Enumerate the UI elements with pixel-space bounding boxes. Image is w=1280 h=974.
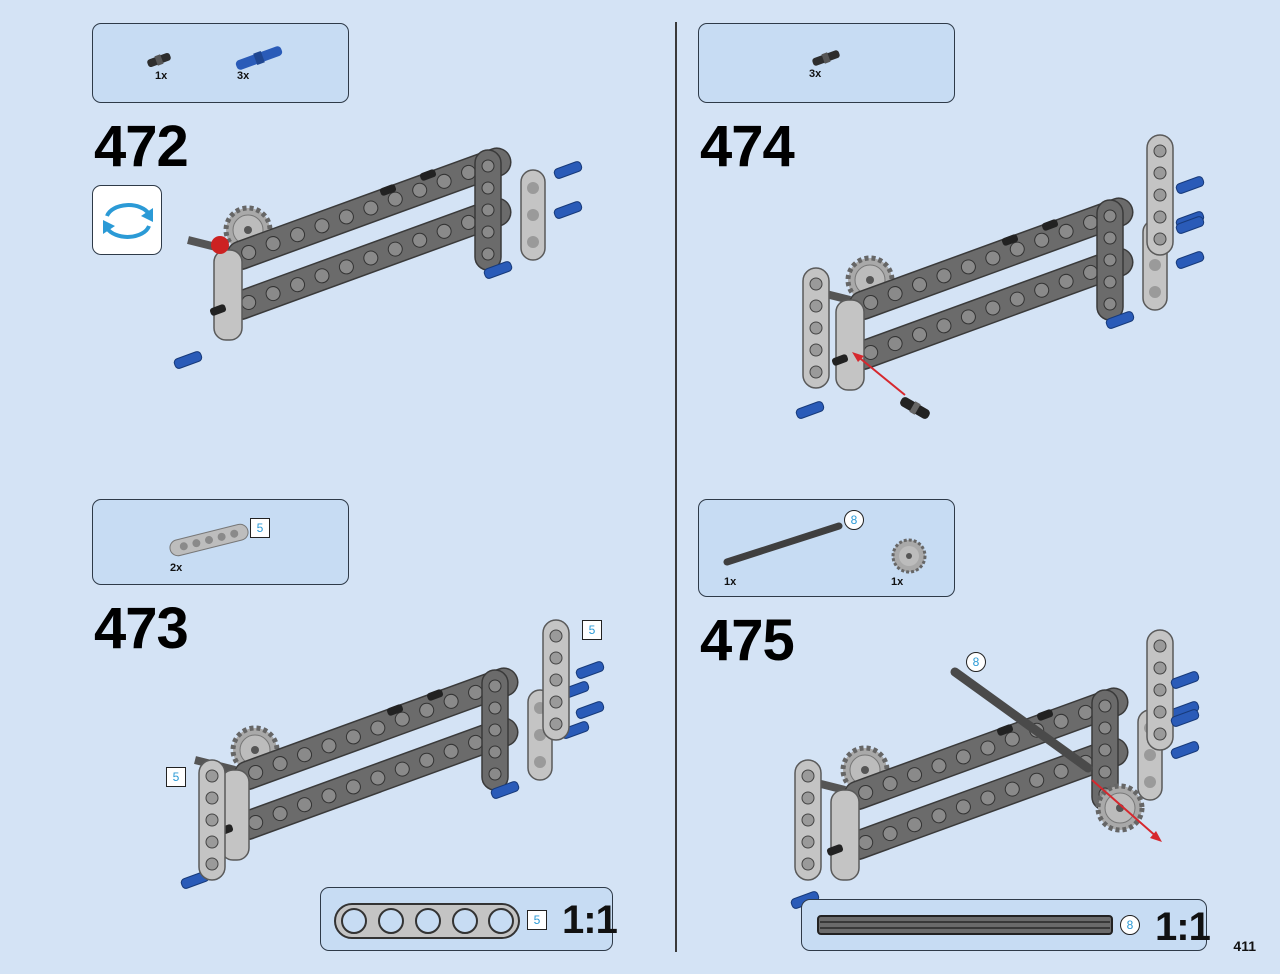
scale-label-475: 1:1 [1155, 905, 1211, 949]
scale-label-473: 1:1 [562, 898, 618, 942]
scale-box-473: 5 1:1 [320, 887, 618, 951]
page-divider [675, 22, 677, 952]
part-qty-472-1: 1x [155, 70, 168, 82]
parts-box-475: 1x 1x 8 [698, 499, 955, 597]
callout-475-axle: 8 [966, 652, 986, 672]
parts-illustration-474 [812, 50, 840, 66]
step-number-472: 472 [94, 114, 189, 179]
part-qty-473-1: 2x [170, 562, 183, 574]
part-qty-475-1: 1x [724, 576, 737, 588]
parts-illustration-473 [169, 523, 249, 557]
scale-beam-5 [334, 903, 520, 939]
scale-size-callout-475: 8 [1120, 915, 1140, 935]
parts-box-473: 2x 5 [92, 499, 349, 585]
parts-illustration-472 [147, 46, 283, 70]
callout-473-right: 5 [582, 620, 602, 640]
step-number-474: 474 [700, 114, 795, 179]
callout-473-left: 5 [166, 767, 186, 787]
step-number-475: 475 [700, 608, 795, 673]
part-qty-475-2: 1x [891, 576, 904, 588]
part-size-callout-473: 5 [250, 518, 270, 538]
rotate-model-box [92, 185, 162, 255]
page-number: 411 [1233, 938, 1256, 954]
scale-axle-8 [817, 915, 1113, 935]
part-qty-474-1: 3x [809, 68, 822, 80]
part-qty-472-2: 3x [237, 70, 250, 82]
parts-illustration-475 [723, 522, 927, 574]
part-size-callout-475: 8 [844, 510, 864, 530]
rotate-model-icon [103, 203, 153, 239]
scale-size-callout-473: 5 [527, 910, 547, 930]
parts-box-472: 1x 3x [92, 23, 349, 103]
scale-box-475: 8 1:1 [801, 899, 1211, 951]
step-number-473: 473 [94, 596, 189, 661]
parts-box-474: 3x [698, 23, 955, 103]
